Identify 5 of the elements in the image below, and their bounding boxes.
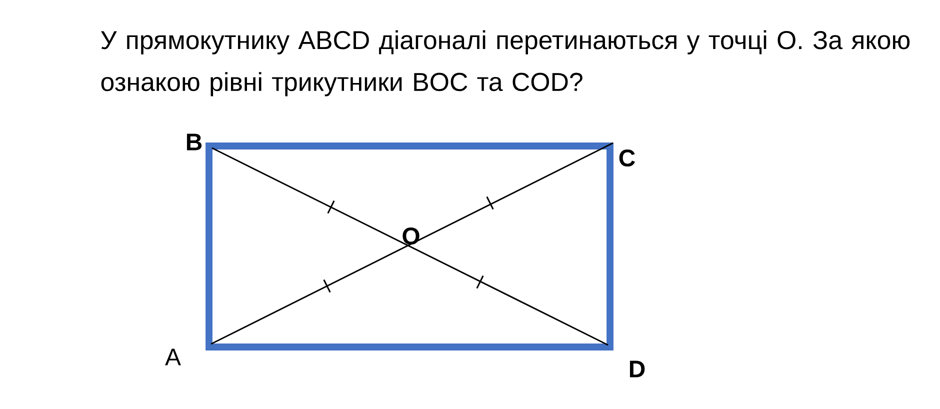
point-label: B (186, 134, 202, 150)
point-label: C (619, 150, 635, 166)
point-label: A (165, 348, 181, 366)
question-text: У прямокутнику ABCD діагоналі перетинаються у точці О. За якою ознакою рівні трикутники BOC та COD? (100, 30, 910, 96)
point-label: D (630, 360, 645, 378)
